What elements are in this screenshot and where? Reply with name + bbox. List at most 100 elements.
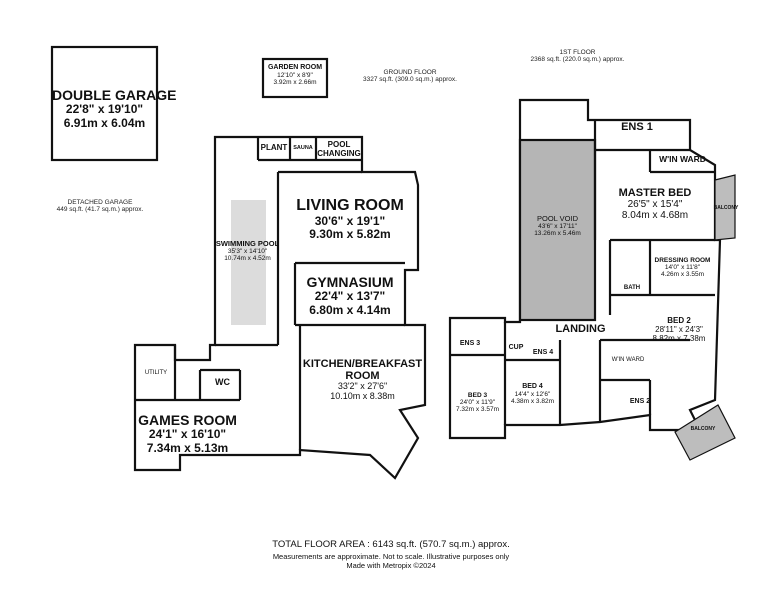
room-name: BALCONY (713, 205, 739, 211)
room-name: BALCONY (690, 426, 716, 432)
room-metric: 7.34m x 5.13m (146, 440, 229, 455)
room-metric: 9.30m x 5.82m (309, 226, 391, 241)
room-dressing-room: DRESSING ROOM 14'0" x 11'8" 4.26m x 3.55… (650, 257, 715, 278)
balcony-bottom-shape (674, 404, 736, 461)
room-sauna: SAUNA (290, 145, 316, 151)
room-ens4: ENS 4 (528, 349, 558, 357)
room-bed2: BED 2 28'11" x 24'3" 8.82m x 7.38m (648, 316, 710, 343)
room-name: POOL CHANGING (317, 140, 361, 158)
room-swimming-pool: SWIMMING POOL 35'3" x 14'10" 10.74m x 4.… (210, 239, 285, 263)
room-balcony-top: BALCONY (712, 205, 740, 212)
room-imperial: 12'10" x 8'9" (277, 71, 313, 79)
room-cup: CUP (505, 344, 527, 352)
room-games-room: GAMES ROOM 24'1" x 16'10" 7.34m x 5.13m (135, 412, 240, 455)
room-imperial: 43'6" x 17'11" (538, 223, 577, 231)
room-name: CUP (508, 344, 524, 351)
room-imperial: 24'0" x 11'9" (459, 399, 496, 407)
room-name: DOUBLE GARAGE (52, 87, 177, 103)
room-name: W'IN WARD (659, 154, 706, 164)
room-imperial: 35'3" x 14'10" (227, 248, 268, 256)
room-name: UTILITY (144, 370, 168, 376)
room-ens1: ENS 1 (612, 121, 662, 133)
room-imperial: 22'4" x 13'7" (314, 289, 386, 304)
note-area: 2368 sq.ft. (220.0 sq.m.) approx. (530, 56, 625, 64)
room-name: GARDEN ROOM (267, 64, 323, 71)
room-imperial: 14'0" x 11'8" (664, 264, 701, 272)
balcony-top-shape (714, 174, 736, 241)
room-metric: 6.80m x 4.14m (309, 302, 391, 317)
room-name: SWIMMING POOL (215, 239, 280, 248)
first-floor-outline (448, 98, 722, 440)
room-imperial: 28'11" x 24'3" (655, 324, 703, 334)
room-plant: PLANT (258, 143, 290, 153)
room-metric: 8.04m x 4.68m (621, 210, 689, 222)
room-imperial: 24'1" x 16'10" (148, 427, 227, 442)
room-name: LANDING (555, 323, 606, 335)
room-name: KITCHEN/BREAKFAST ROOM (302, 358, 423, 383)
note-area: 3327 sq.ft. (309.0 sq.m.) approx. (363, 76, 457, 84)
room-imperial: 30'6" x 19'1" (314, 213, 386, 228)
room-utility: UTILITY (140, 370, 172, 377)
note-title: GROUND FLOOR (383, 69, 437, 76)
room-name: BED 2 (667, 316, 691, 325)
room-gymnasium: GYMNASIUM 22'4" x 13'7" 6.80m x 4.14m (295, 274, 405, 317)
footer-disclaimer: Measurements are approximate. Not to sca… (272, 552, 510, 561)
room-pool-changing: POOL CHANGING (316, 140, 362, 159)
room-metric: 10.10m x 8.38m (330, 391, 395, 402)
room-name: PLANT (260, 143, 288, 152)
footer-total-area: TOTAL FLOOR AREA : 6143 sq.ft. (570.7 sq… (272, 539, 510, 550)
room-metric: 13.26m x 5.46m (534, 230, 581, 238)
room-master-bed: MASTER BED 26'5" x 15'4" 8.04m x 4.68m (600, 187, 710, 221)
room-name: SAUNA (293, 145, 313, 151)
room-name: POOL VOID (537, 214, 578, 223)
note-title: DETACHED GARAGE (67, 199, 133, 206)
note-title: 1ST FLOOR (559, 49, 596, 56)
room-name: W'IN WARD (611, 357, 645, 363)
note-area: 449 sq.ft. (41.7 sq.m.) approx. (56, 206, 144, 214)
room-metric: 3.92m x 2.66m (273, 78, 317, 86)
room-imperial: 26'5" x 15'4" (627, 199, 683, 211)
room-metric: 8.82m x 7.38m (652, 333, 706, 343)
room-metric: 4.38m x 3.82m (511, 397, 554, 405)
footer-made-with: Made with Metropix ©2024 (346, 561, 436, 570)
pool-water (231, 200, 266, 325)
note-ground-floor: GROUND FLOOR 3327 sq.ft. (309.0 sq.m.) a… (355, 69, 465, 84)
room-win-ward-master: W'IN WARD (650, 154, 715, 164)
room-name: MASTER BED (618, 187, 692, 199)
room-name: GYMNASIUM (306, 274, 394, 290)
room-name: BED 3 (467, 392, 488, 399)
room-double-garage: DOUBLE GARAGE 22'8" x 19'10" 6.91m x 6.0… (52, 87, 177, 130)
room-name: GAMES ROOM (138, 412, 237, 428)
room-landing: LANDING (548, 323, 613, 335)
room-name: ENS 2 (629, 398, 651, 405)
room-name: ENS 3 (459, 340, 481, 347)
room-name: BED 4 (522, 383, 543, 390)
room-living-room: LIVING ROOM 30'6" x 19'1" 9.30m x 5.82m (280, 197, 420, 241)
note-detached-garage: DETACHED GARAGE 449 sq.ft. (41.7 sq.m.) … (40, 199, 160, 214)
room-imperial: 22'8" x 19'10" (65, 102, 144, 117)
room-imperial: 33'2" x 27'6" (337, 381, 388, 392)
room-wc: WC (205, 377, 240, 388)
room-name: WC (215, 377, 230, 387)
room-garden-room: GARDEN ROOM 12'10" x 8'9" 3.92m x 2.66m (263, 64, 327, 86)
room-name: LIVING ROOM (296, 197, 404, 214)
room-balcony-bottom: BALCONY (688, 426, 718, 433)
double-garage-outline (50, 45, 159, 162)
garden-room-outline (261, 57, 329, 99)
room-metric: 4.26m x 3.55m (661, 271, 704, 279)
room-pool-void: POOL VOID 43'6" x 17'11" 13.26m x 5.46m (520, 214, 595, 238)
room-ens2: ENS 2 (622, 398, 658, 406)
room-name: ENS 4 (532, 349, 554, 356)
room-bath: BATH (618, 285, 646, 292)
room-bed3: BED 3 24'0" x 11'9" 7.32m x 3.57m (450, 392, 505, 413)
room-metric: 10.74m x 4.52m (224, 255, 271, 263)
pool-void-outline (518, 138, 597, 322)
room-name: DRESSING ROOM (654, 257, 711, 264)
room-imperial: 14'4" x 12'6" (514, 390, 551, 398)
room-win-ward-bed2: W'IN WARD (608, 357, 648, 364)
room-metric: 7.32m x 3.57m (456, 406, 499, 414)
room-name: ENS 1 (621, 121, 653, 133)
room-bed4: BED 4 14'4" x 12'6" 4.38m x 3.82m (505, 383, 560, 405)
note-first-floor: 1ST FLOOR 2368 sq.ft. (220.0 sq.m.) appr… (520, 49, 635, 64)
